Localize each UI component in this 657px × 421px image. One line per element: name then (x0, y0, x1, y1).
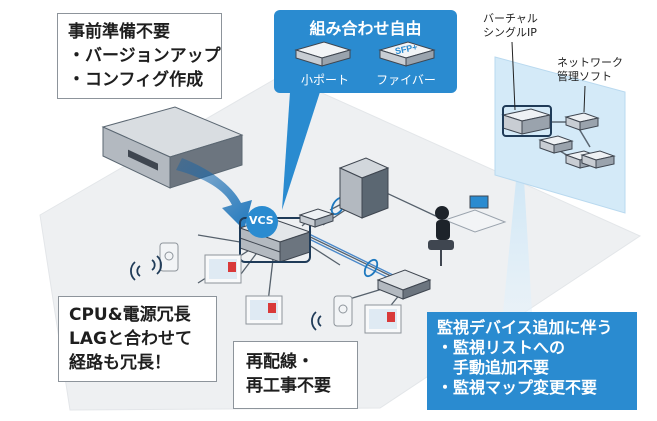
combo-pointer (282, 92, 320, 210)
vcs-switch-stack (238, 206, 312, 263)
vcs-label: VCS (249, 214, 274, 227)
access-point-mid (333, 295, 353, 327)
nms-screen (494, 56, 626, 214)
rewire-line-1: 再配線・ (246, 352, 314, 372)
nms-pointer (583, 85, 586, 113)
pc-1 (204, 254, 242, 284)
monitoring-box: 監視デバイス追加に伴う ・監視リストへの 手動追加不要 ・監視マップ変更不要 (427, 312, 637, 410)
redundancy-box: CPU&電源冗長 LAGと合わせて 経路も冗長！ (58, 296, 217, 382)
lower-right-switch (376, 269, 432, 300)
operator-desk (428, 195, 507, 266)
wifi-icon (311, 311, 322, 331)
monitor-line-3: 手動追加不要 (437, 358, 550, 377)
prep-line-3: ・コンフィグ作成 (68, 70, 204, 90)
prep-line-2: ・バージョンアップ (68, 46, 221, 66)
fiber-switch-icon: SFP+ (378, 41, 436, 67)
wifi-icon (130, 255, 162, 281)
rewire-line-2: 再工事不要 (246, 376, 331, 396)
beam-left (503, 130, 532, 312)
monitor-line-1: 監視デバイス追加に伴う (437, 318, 613, 337)
pc-3 (364, 304, 402, 334)
migration-arrow (176, 158, 252, 230)
nms-line-1: ネットワーク (557, 56, 623, 69)
prep-line-1: 事前準備不要 (68, 22, 170, 42)
small-port-label: 小ポート (300, 73, 349, 87)
small-port-switch-icon (294, 41, 352, 67)
server-rack (338, 157, 390, 219)
free-combination-panel: 組み合わせ自由 SFP+ 小ポート ファイバー (274, 10, 457, 93)
combo-devices: SFP+ (294, 41, 436, 67)
nms-device-2 (564, 112, 600, 131)
nms-device-3 (538, 135, 574, 154)
large-switch (101, 106, 244, 189)
virtual-single-ip-label: バーチャル シングルIP (483, 12, 538, 40)
vip-line-1: バーチャル (483, 12, 538, 25)
sfp-tag: SFP+ (394, 42, 418, 57)
pc-2 (245, 295, 283, 325)
no-rewiring-box: 再配線・ 再工事不要 (233, 341, 358, 409)
monitor-line-4: ・監視マップ変更不要 (437, 378, 598, 397)
no-preparation-box: 事前準備不要 ・バージョンアップ ・コンフィグ作成 (57, 13, 222, 99)
nms-device-5 (580, 150, 616, 169)
fiber-label: ファイバー (376, 73, 436, 87)
link-aggregation-mark-2 (363, 258, 379, 278)
cpu-line-1: CPU&電源冗長 (69, 305, 191, 325)
cpu-line-2: LAGと合わせて (69, 329, 192, 349)
dual-link (302, 231, 396, 281)
cpu-line-3: 経路も冗長！ (69, 353, 171, 373)
network-management-software-label: ネットワーク 管理ソフト (557, 56, 623, 84)
vip-pointer (511, 41, 516, 111)
access-point-left (159, 242, 179, 272)
center-switch (298, 208, 335, 228)
monitor-line-2: ・監視リストへの (437, 338, 566, 357)
nms-line-2: 管理ソフト (557, 70, 612, 83)
nms-device-1 (501, 108, 552, 135)
combo-title: 組み合わせ自由 (309, 19, 422, 38)
vip-line-2: シングルIP (483, 26, 537, 39)
